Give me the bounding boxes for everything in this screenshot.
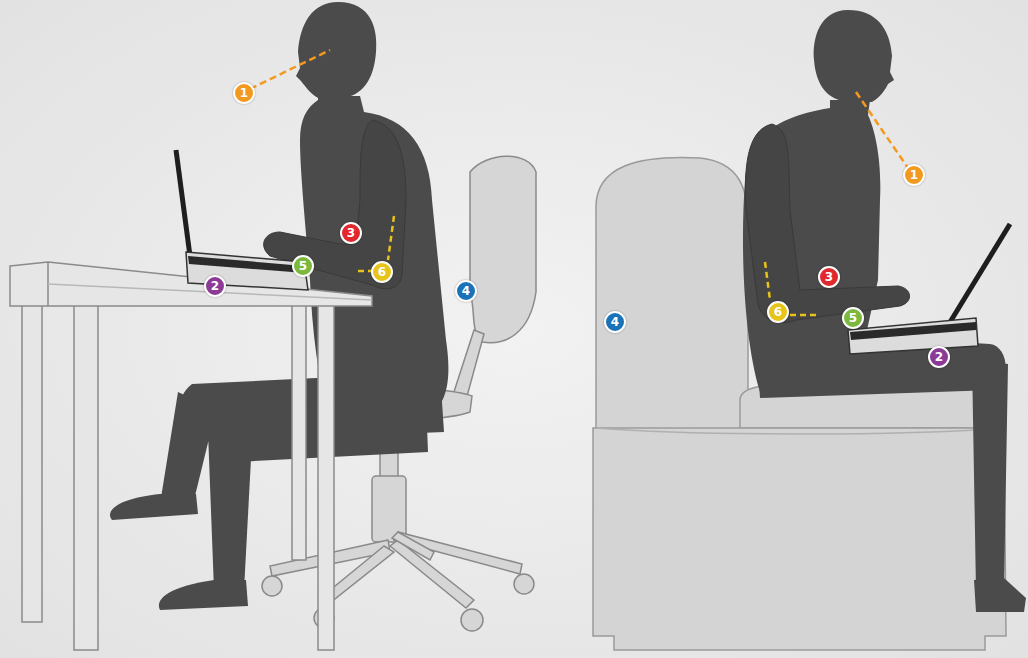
callout-circle: 2 [928, 346, 950, 368]
angle-line [358, 270, 372, 273]
chair-base-leg [394, 532, 522, 574]
callout-circle: 3 [340, 222, 362, 244]
callout-circle: 2 [204, 275, 226, 297]
callout-circle: 6 [371, 261, 393, 283]
callout-number: 3 [347, 227, 355, 239]
person-head [296, 2, 376, 98]
person-foot [110, 494, 198, 520]
chair-backrest [470, 156, 536, 342]
angle-line [765, 262, 770, 300]
armchair-back [596, 158, 748, 430]
desk-leg [292, 304, 306, 560]
callout-circle: 4 [455, 280, 477, 302]
callout-circle: 1 [903, 164, 925, 186]
callout-circle: 5 [292, 255, 314, 277]
callout-number: 4 [462, 285, 470, 297]
person-lower-leg [208, 432, 252, 590]
chair-caster [461, 609, 483, 631]
callout-number: 5 [299, 260, 307, 272]
callout-circle: 4 [604, 311, 626, 333]
seated-person [743, 10, 1026, 612]
callout-number: 3 [825, 271, 833, 283]
callout-number: 6 [774, 306, 782, 318]
desk-leg [74, 304, 98, 650]
callout-number: 2 [935, 351, 943, 363]
chair-base-leg [392, 532, 434, 560]
person-head [814, 10, 894, 102]
armchair-seam [596, 428, 1004, 434]
callout-number: 4 [611, 316, 619, 328]
person-foot [974, 578, 1026, 612]
chair-back-support [452, 330, 484, 400]
callout-number: 6 [378, 266, 386, 278]
chair-caster [262, 576, 282, 596]
laptop [848, 224, 1010, 354]
callout-circle: 5 [842, 307, 864, 329]
callout-circle: 3 [818, 266, 840, 288]
desk [10, 262, 372, 650]
callout-circle: 6 [767, 301, 789, 323]
callout-number: 5 [849, 312, 857, 324]
laptop-keyboard [188, 256, 305, 273]
laptop-screen [176, 150, 190, 256]
person-lower-leg [160, 392, 216, 504]
person-arm [745, 124, 909, 323]
sight-line [856, 92, 908, 168]
callout-circle: 1 [233, 82, 255, 104]
laptop-base [848, 318, 978, 354]
laptop-screen [944, 224, 1010, 332]
desk-leg [22, 304, 42, 622]
sight-line [250, 50, 330, 89]
angle-line [388, 216, 394, 260]
callout-number: 1 [240, 87, 248, 99]
person-lower-leg [972, 360, 1008, 590]
chair-caster [514, 574, 534, 594]
angle-line [790, 314, 816, 317]
laptop-keyboard [850, 322, 976, 340]
person-foot [159, 580, 248, 610]
callout-number: 1 [910, 169, 918, 181]
armchair-base [593, 428, 1006, 650]
laptop [176, 150, 308, 290]
callout-number: 2 [211, 280, 219, 292]
desk-leg [318, 304, 334, 650]
